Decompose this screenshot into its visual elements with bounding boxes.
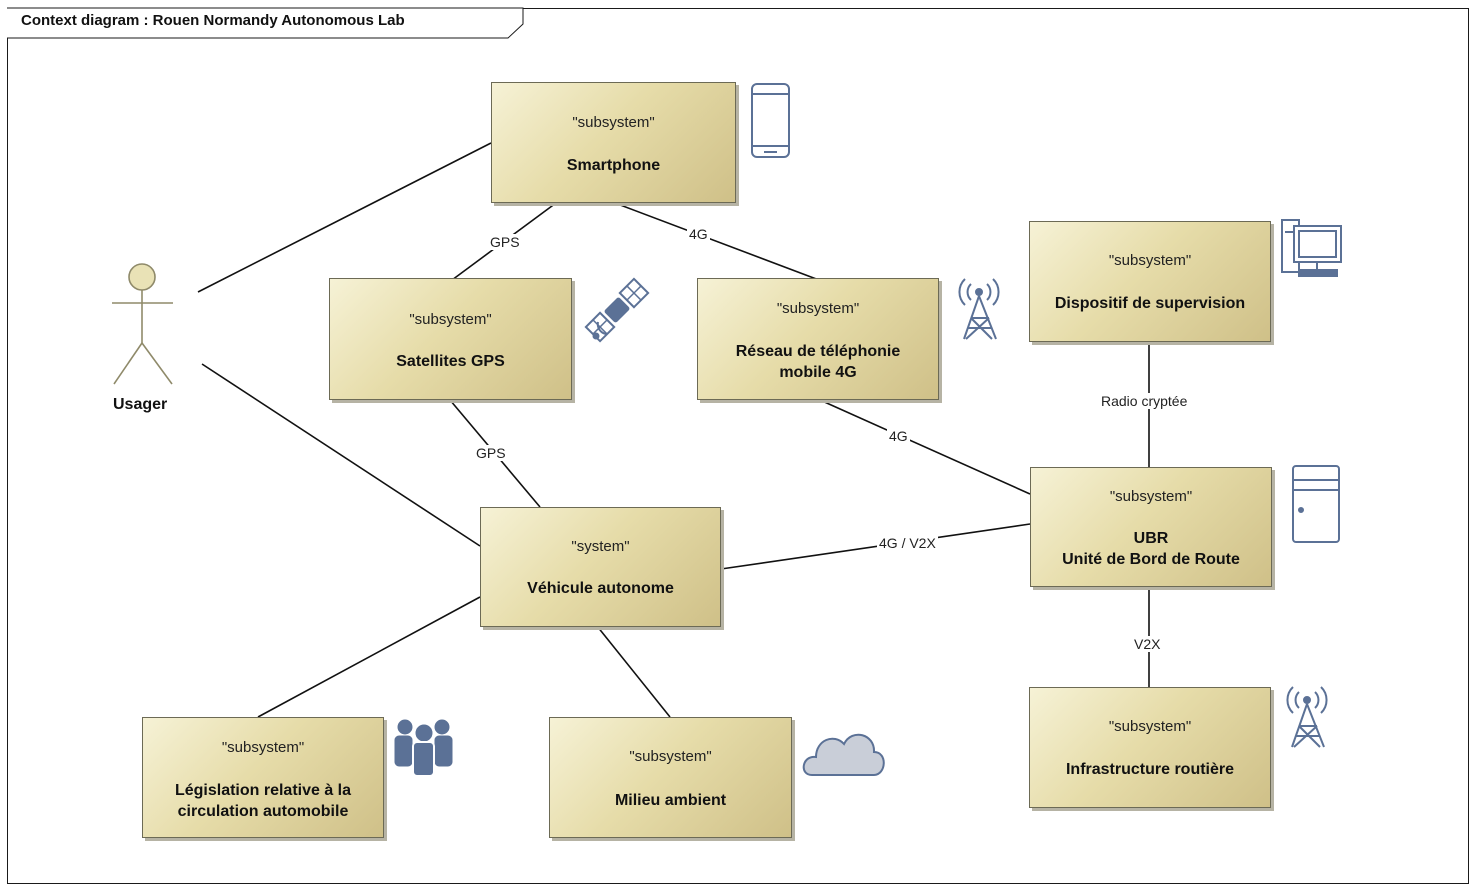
connector-vehicule-ubr[interactable] — [720, 523, 1031, 570]
connector-vehicule-legislation[interactable] — [257, 596, 481, 718]
satellite-icon — [584, 277, 650, 343]
block-smartphone[interactable]: "subsystem" Smartphone — [491, 82, 736, 203]
connector-label-supervision-ubr: Radio cryptée — [1099, 393, 1190, 409]
frame-title-tab — [7, 7, 524, 39]
block-name: Smartphone — [566, 157, 661, 174]
block-name: Véhicule autonome — [527, 580, 674, 597]
block-stereotype: "subsystem" — [1108, 718, 1192, 735]
connector-reseau-ubr[interactable] — [819, 399, 1031, 495]
block-stereotype: "subsystem" — [572, 114, 655, 131]
block-name: Satellites GPS — [396, 353, 505, 370]
connector-label-smartphone-reseau: 4G — [687, 226, 710, 242]
connector-label-reseau-ubr: 4G — [887, 428, 910, 444]
block-name: Réseau de téléphonie mobile 4G — [735, 343, 901, 381]
block-stereotype: "subsystem" — [409, 311, 492, 328]
block-satellites-gps[interactable]: "subsystem" Satellites GPS — [329, 278, 572, 400]
connector-usager-smartphone[interactable] — [197, 142, 492, 293]
block-name: Dispositif de supervision — [1054, 295, 1246, 312]
people-group-icon — [394, 719, 453, 777]
connector-label-ubr-infrastructure: V2X — [1132, 636, 1163, 652]
block-name: Législation relative à la circulation au… — [174, 782, 352, 820]
block-reseau-4g[interactable]: "subsystem" Réseau de téléphonie mobile … — [697, 278, 939, 400]
connector-label-smartphone-satellites: GPS — [488, 234, 522, 250]
block-stereotype: "system" — [571, 538, 630, 555]
block-name: Milieu ambient — [614, 792, 727, 809]
connector-usager-vehicule[interactable] — [201, 363, 481, 547]
antenna-tower-icon — [958, 278, 1000, 340]
diagram-title: Context diagram : Rouen Normandy Autonom… — [21, 12, 405, 29]
block-name: UBR Unité de Bord de Route — [1062, 530, 1240, 568]
block-vehicule-autonome[interactable]: "system" Véhicule autonome — [480, 507, 721, 627]
block-stereotype: "subsystem" — [1108, 252, 1192, 269]
server-tower-icon — [1292, 465, 1340, 543]
block-stereotype: "subsystem" — [776, 300, 860, 317]
actor-stick-figure[interactable] — [112, 263, 173, 385]
block-stereotype: "subsystem" — [221, 739, 305, 756]
block-name: Infrastructure routière — [1065, 761, 1235, 778]
actor-label-usager: Usager — [113, 396, 168, 413]
block-stereotype: "subsystem" — [629, 748, 712, 765]
antenna-tower-icon — [1286, 686, 1328, 748]
block-infrastructure-routiere[interactable]: "subsystem" Infrastructure routière — [1029, 687, 1271, 808]
connector-vehicule-milieu[interactable] — [596, 625, 671, 718]
block-ubr[interactable]: "subsystem" UBR Unité de Bord de Route — [1030, 467, 1272, 587]
block-stereotype: "subsystem" — [1109, 488, 1193, 505]
block-legislation[interactable]: "subsystem" Législation relative à la ci… — [142, 717, 384, 838]
cloud-icon — [802, 733, 885, 776]
connector-label-satellites-vehicule: GPS — [474, 445, 508, 461]
smartphone-icon — [751, 83, 790, 158]
connector-smartphone-reseau[interactable] — [614, 202, 820, 281]
block-milieu-ambient[interactable]: "subsystem" Milieu ambient — [549, 717, 792, 838]
connector-label-vehicule-ubr: 4G / V2X — [877, 535, 938, 551]
diagram-frame — [7, 8, 1469, 884]
desktop-computer-icon — [1281, 219, 1342, 277]
block-dispositif-supervision[interactable]: "subsystem" Dispositif de supervision — [1029, 221, 1271, 342]
